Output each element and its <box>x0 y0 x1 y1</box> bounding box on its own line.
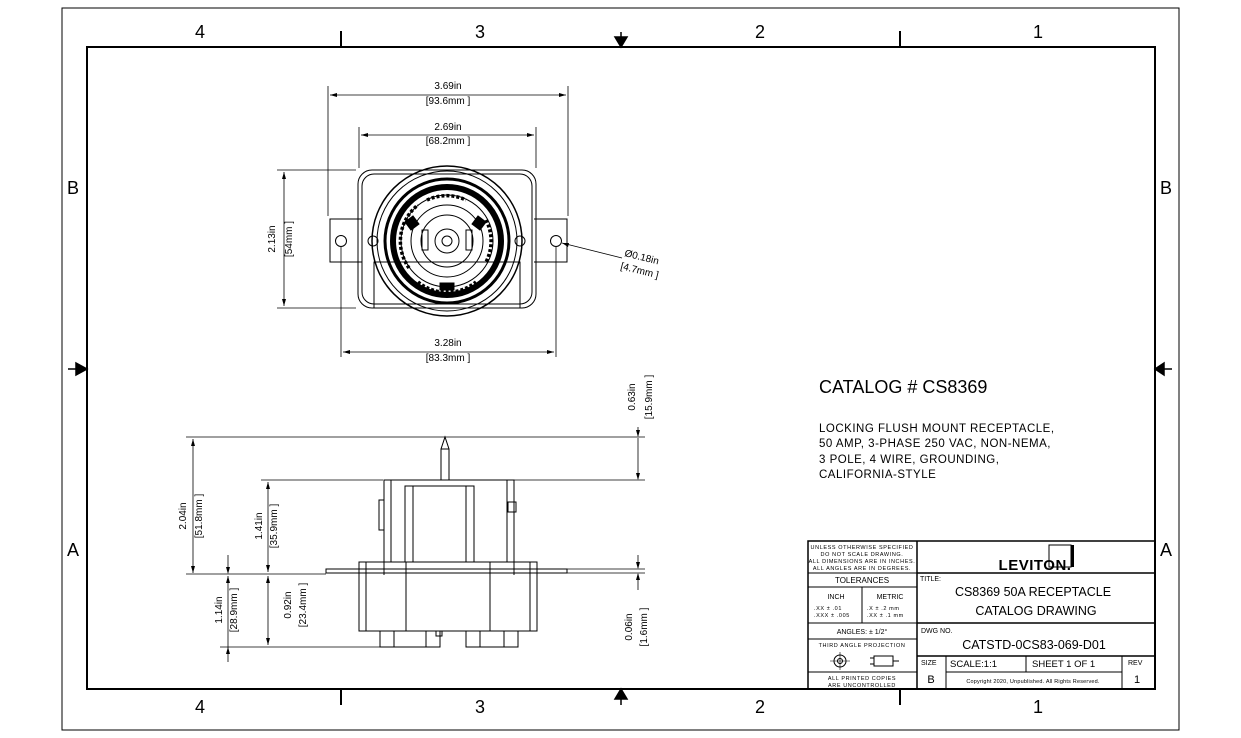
sheet-value: SHEET 1 OF 1 <box>1032 659 1095 670</box>
catalog-number: CATALOG # CS8369 <box>819 377 987 397</box>
inch-tol-2: .XXX ± .005 <box>814 613 850 619</box>
dim-pin-height-mm: [15.9mm ] <box>644 375 655 420</box>
zone-col-2-bottom: 2 <box>755 697 765 717</box>
inch-tol-1: .XX ± .01 <box>814 606 842 612</box>
side-view-dimensions <box>186 427 645 662</box>
rev-label: REV <box>1128 660 1143 667</box>
dim-base-height-in: 1.14in <box>214 596 225 623</box>
projection-label: THIRD ANGLE PROJECTION <box>819 643 906 649</box>
base-housing <box>359 562 537 631</box>
catalog-desc-line-4: CALIFORNIA-STYLE <box>819 469 936 481</box>
zone-col-4-top: 4 <box>195 22 205 42</box>
centering-arrows <box>68 32 1172 705</box>
dim-body-width-in: 2.69in <box>434 122 461 133</box>
rev-value: 1 <box>1134 674 1140 686</box>
dim-height-mm: [54mm ] <box>284 221 295 257</box>
dim-flange-to-bottom-in: 0.92in <box>283 591 294 618</box>
dim-flange-thickness-mm: [1.6mm ] <box>639 607 650 646</box>
dim-hole-spacing-mm: [83.3mm ] <box>426 353 471 364</box>
right-mounting-ear <box>534 219 567 262</box>
top-view <box>330 166 567 316</box>
dim-hole-spacing-in: 3.28in <box>434 338 461 349</box>
mounting-flange <box>326 569 567 573</box>
catalog-desc-line-1: LOCKING FLUSH MOUNT RECEPTACLE, <box>819 423 1055 435</box>
upper-housing <box>384 480 514 562</box>
zone-col-3-bottom: 3 <box>475 697 485 717</box>
dim-overall-width-mm: [93.6mm ] <box>426 96 471 107</box>
zone-row-b-right: B <box>1160 178 1172 198</box>
zone-col-3-top: 3 <box>475 22 485 42</box>
dim-overall-width-in: 3.69in <box>434 81 461 92</box>
metric-label: METRIC <box>877 594 904 601</box>
size-value: B <box>927 674 934 686</box>
scale-value: SCALE:1:1 <box>950 659 997 670</box>
outer-frame <box>62 8 1179 730</box>
metric-tol-1: .X ± .2 mm <box>867 606 900 612</box>
right-terminal-foot <box>466 631 518 647</box>
top-view-marking-text <box>400 196 491 293</box>
receptacle-face-outer <box>372 166 522 316</box>
zone-col-2-top: 2 <box>755 22 765 42</box>
note-line-1: UNLESS OTHERWISE SPECIFIED <box>811 545 914 551</box>
printed-copies-2: ARE UNCONTROLLED <box>828 683 896 689</box>
dim-height-in: 2.13in <box>267 225 278 252</box>
title-line-1: CS8369 50A RECEPTACLE <box>955 585 1111 599</box>
note-line-4: ALL ANGLES ARE IN DEGREES. <box>813 566 911 572</box>
inch-label: INCH <box>827 594 844 601</box>
right-mounting-hole <box>551 236 562 247</box>
leviton-logo: LEVITON. <box>999 545 1074 574</box>
printed-copies-1: ALL PRINTED COPIES <box>828 676 896 682</box>
dim-base-height-mm: [28.9mm ] <box>229 588 240 633</box>
dim-total-height-in: 2.04in <box>178 502 189 529</box>
dwg-no-value: CATSTD-0CS83-069-D01 <box>962 638 1106 652</box>
dwg-no-label: DWG NO. <box>921 628 953 635</box>
logo-text: LEVITON. <box>999 557 1072 574</box>
note-line-2: DO NOT SCALE DRAWING. <box>821 552 904 558</box>
dim-total-height-mm: [51.8mm ] <box>194 494 205 539</box>
copyright: Copyright 2020, Unpublished. All Rights … <box>966 679 1100 685</box>
zone-row-a-right: A <box>1160 540 1172 560</box>
top-view-dim-arrows <box>282 93 569 354</box>
left-mounting-hole <box>336 236 347 247</box>
zone-row-b-left: B <box>67 178 79 198</box>
dim-flange-thickness-in: 0.06in <box>624 613 635 640</box>
top-view-dimensions <box>277 86 622 357</box>
center-pin <box>441 437 449 480</box>
angles-tolerance: ANGLES: ± 1/2° <box>837 628 888 636</box>
note-line-3: ALL DIMENSIONS ARE IN INCHES. <box>809 559 916 565</box>
left-mounting-ear <box>330 219 362 262</box>
side-view-dim-labels: 0.63in [15.9mm ] 2.04in [51.8mm ] 1.41in… <box>178 375 655 647</box>
side-view <box>326 437 567 647</box>
dim-body-width-mm: [68.2mm ] <box>426 136 471 147</box>
size-label: SIZE <box>921 660 937 667</box>
dim-upper-height-mm: [35.9mm ] <box>269 504 280 549</box>
catalog-desc-line-2: 50 AMP, 3-PHASE 250 VAC, NON-NEMA, <box>819 438 1051 450</box>
title-line-2: CATALOG DRAWING <box>975 604 1096 618</box>
dim-flange-to-bottom-mm: [23.4mm ] <box>298 583 309 628</box>
top-view-dim-labels: 3.69in [93.6mm ] 2.69in [68.2mm ] 2.13in… <box>267 81 660 364</box>
catalog-desc-line-3: 3 POLE, 4 WIRE, GROUNDING, <box>819 454 999 466</box>
zone-col-4-bottom: 4 <box>195 697 205 717</box>
title-label: TITLE: <box>920 576 941 583</box>
zone-ticks <box>341 31 900 705</box>
side-view-dim-arrows <box>191 430 640 654</box>
title-block <box>808 541 1155 689</box>
tolerances-label: TOLERANCES <box>835 576 889 585</box>
zone-col-1-top: 1 <box>1033 22 1043 42</box>
zone-row-a-left: A <box>67 540 79 560</box>
dim-upper-height-in: 1.41in <box>254 512 265 539</box>
left-terminal-foot <box>380 631 440 647</box>
zone-col-1-bottom: 1 <box>1033 697 1043 717</box>
dim-pin-height-in: 0.63in <box>627 383 638 410</box>
metric-tol-2: .XX ± .1 mm <box>867 613 904 619</box>
